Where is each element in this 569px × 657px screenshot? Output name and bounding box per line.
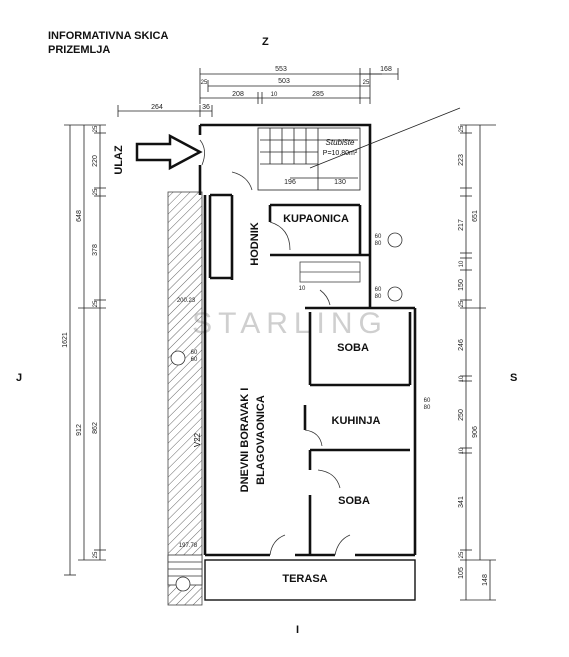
window-markers bbox=[170, 232, 403, 592]
dim-105: 105 bbox=[458, 567, 465, 579]
room-label-terasa: TERASA bbox=[282, 573, 327, 585]
window-80-a: 80 bbox=[375, 241, 382, 247]
dim-25-left-2: 25 bbox=[93, 188, 99, 195]
stairs-label: Stubište bbox=[326, 138, 355, 147]
dim-10-right-1: 10 bbox=[459, 260, 465, 267]
dim-25-right-3: 25 bbox=[459, 551, 465, 558]
dim-10-right-3: 10 bbox=[459, 447, 465, 454]
top-dimension-lines bbox=[117, 68, 399, 117]
dim-25-top-left: 25 bbox=[201, 80, 208, 86]
room-label-kuhinja: KUHINJA bbox=[332, 415, 381, 427]
exterior-hatched-band bbox=[167, 191, 203, 606]
dim-553: 553 bbox=[275, 66, 287, 73]
entrance-arrow-icon bbox=[135, 133, 203, 171]
dim-10-right-2: 10 bbox=[459, 375, 465, 382]
sketch-subtitle: PRIZEMLJA bbox=[48, 44, 111, 56]
stairs-area-label: P=10.80m² bbox=[323, 150, 358, 157]
left-dimension-lines bbox=[64, 124, 106, 576]
window-60-b: 60 bbox=[375, 287, 382, 293]
dim-378: 378 bbox=[92, 244, 99, 256]
room-label-kupaonica: KUPAONICA bbox=[283, 213, 349, 225]
level-197-78: 197.78 bbox=[179, 543, 198, 549]
room-label-dnevni-line2: BLAGOVAONICA bbox=[255, 395, 267, 485]
dim-148: 148 bbox=[482, 574, 489, 586]
walls bbox=[198, 123, 417, 557]
stairs-196: 196 bbox=[284, 179, 296, 186]
doors bbox=[199, 139, 351, 556]
right-dimension-lines bbox=[460, 124, 496, 601]
compass-south: I bbox=[296, 624, 299, 636]
dim-503: 503 bbox=[278, 78, 290, 85]
dim-36: 36 bbox=[202, 104, 210, 111]
window-80-b: 80 bbox=[375, 294, 382, 300]
room-label-dnevni-line1: DNEVNI BORAVAK I bbox=[239, 388, 251, 493]
dim-651: 651 bbox=[472, 210, 479, 222]
window-60-right: 60 bbox=[424, 398, 431, 404]
window-60-left-a: 60 bbox=[191, 350, 198, 356]
dim-10-top: 10 bbox=[271, 92, 278, 98]
dim-223: 223 bbox=[458, 154, 465, 166]
dim-25-left-3: 25 bbox=[93, 300, 99, 307]
dim-168: 168 bbox=[380, 66, 392, 73]
dim-246: 246 bbox=[458, 339, 465, 351]
dim-648: 648 bbox=[76, 210, 83, 222]
dim-150: 150 bbox=[458, 279, 465, 291]
stairs-130: 130 bbox=[334, 179, 346, 186]
dim-250: 250 bbox=[458, 409, 465, 421]
bathroom-fixtures bbox=[299, 261, 361, 283]
compass-west: J bbox=[16, 372, 22, 384]
room-label-soba-top: SOBA bbox=[337, 342, 369, 354]
dim-1621: 1621 bbox=[62, 332, 69, 348]
dim-862: 862 bbox=[92, 422, 99, 434]
dim-264: 264 bbox=[151, 104, 163, 111]
dim-25-right-2: 25 bbox=[459, 300, 465, 307]
dim-208: 208 bbox=[232, 91, 244, 98]
compass-north: Z bbox=[262, 36, 269, 48]
window-80-right: 80 bbox=[424, 405, 431, 411]
dim-341: 341 bbox=[458, 496, 465, 508]
dim-906: 906 bbox=[472, 426, 479, 438]
terrace-outline bbox=[204, 559, 416, 601]
dim-912: 912 bbox=[76, 424, 83, 436]
window-60-a: 60 bbox=[375, 234, 382, 240]
staircase bbox=[257, 107, 461, 191]
watermark-text: STARLING bbox=[192, 307, 388, 340]
room-label-soba-bottom: SOBA bbox=[338, 495, 370, 507]
dim-10-interior: 10 bbox=[299, 286, 306, 292]
window-60-left-b: 60 bbox=[191, 357, 198, 363]
v22-label: V22 bbox=[193, 432, 202, 447]
dim-217: 217 bbox=[458, 219, 465, 231]
dim-220: 220 bbox=[92, 155, 99, 167]
room-label-ulaz: ULAZ bbox=[113, 145, 125, 175]
dim-25-left-1: 25 bbox=[93, 125, 99, 132]
dim-25-left-4: 25 bbox=[93, 551, 99, 558]
room-label-hodnik: HODNIK bbox=[249, 222, 261, 265]
dim-25-right-1: 25 bbox=[459, 125, 465, 132]
level-200-23: 200.23 bbox=[177, 298, 196, 304]
compass-east: S bbox=[510, 372, 517, 384]
dim-25-top-right: 25 bbox=[363, 80, 370, 86]
sketch-title: INFORMATIVNA SKICA bbox=[48, 30, 169, 42]
dim-285: 285 bbox=[312, 91, 324, 98]
